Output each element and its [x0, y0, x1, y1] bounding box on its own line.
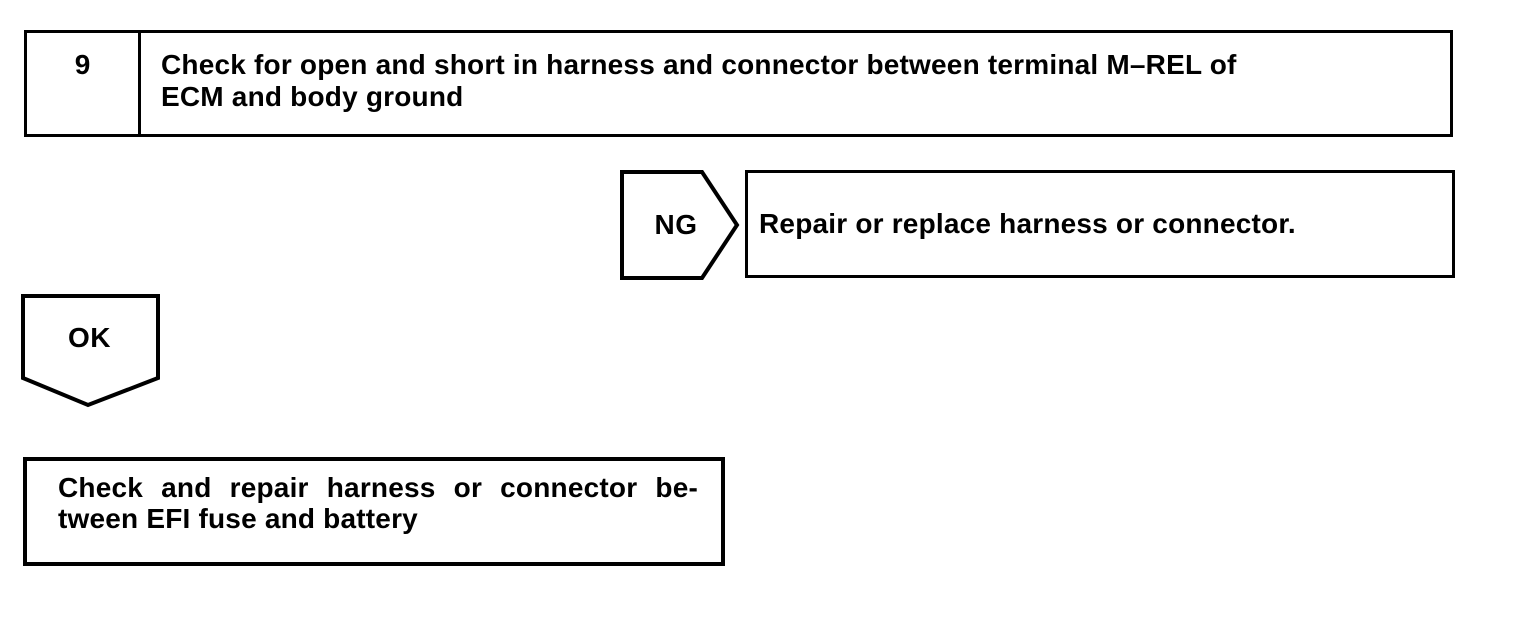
ok-connector-label: OK	[68, 322, 111, 353]
result-line-1-word: and	[161, 472, 212, 503]
result-line-1-word: be-	[655, 472, 698, 503]
result-line-1-word: harness	[326, 472, 436, 503]
ok-pentagon-down-icon	[21, 294, 160, 408]
step-box: 9 Check for open and short in harness an…	[24, 30, 1453, 137]
step-instruction-line-1: Check for open and short in harness and …	[161, 49, 1237, 80]
result-line-1-word: or	[453, 472, 483, 503]
ng-pentagon-right-icon	[620, 170, 740, 280]
result-line-2: tween EFI fuse and battery	[58, 503, 418, 534]
step-number: 9	[27, 33, 141, 134]
result-line-1-word: repair	[229, 472, 309, 503]
result-line-1-word: connector	[500, 472, 638, 503]
result-line-1: Check and repair harness or connector be-	[58, 472, 698, 503]
result-line-1-word: Check	[58, 472, 144, 503]
ng-action-box: Repair or replace harness or connector.	[745, 170, 1455, 278]
step-instruction-line-2: ECM and body ground	[161, 81, 464, 112]
ng-connector-label: NG	[654, 209, 698, 240]
step-instruction: Check for open and short in harness and …	[141, 33, 1247, 134]
ok-connector: OK	[21, 294, 162, 409]
ng-connector: NG	[620, 170, 741, 282]
result-box: Check and repair harness or connector be- twee…	[23, 457, 725, 566]
